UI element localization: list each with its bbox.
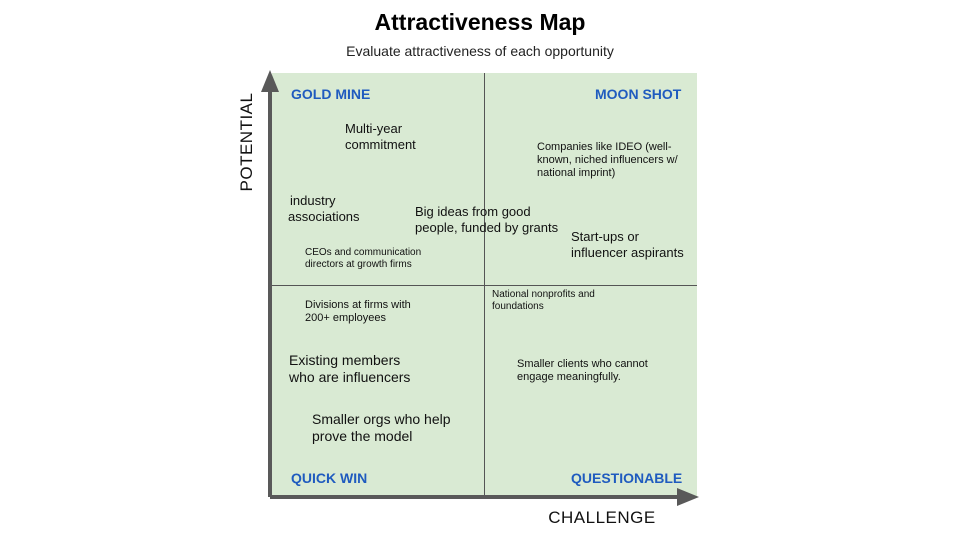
item-line: national imprint): [537, 167, 616, 180]
item-industry-associations: industry associations: [288, 193, 360, 224]
item-line: Divisions at firms with: [305, 299, 411, 311]
item-startups: Start-ups or influencer aspirants: [571, 229, 684, 260]
item-national-nonprofits: National nonprofits and foundations: [492, 289, 595, 313]
item-ideo: Companies like IDEO (well- known, niched…: [537, 141, 678, 181]
item-line: National nonprofits and: [492, 289, 595, 300]
y-axis-arrowhead: [261, 70, 279, 92]
item-line: Big ideas from good: [415, 204, 531, 219]
item-line: Smaller orgs who help: [312, 411, 451, 427]
item-line: associations: [288, 208, 360, 224]
item-divisions: Divisions at firms with 200+ employees: [305, 299, 411, 325]
item-line: prove the model: [312, 427, 413, 444]
page-title: Attractiveness Map: [374, 9, 586, 35]
item-line: influencer aspirants: [571, 244, 684, 260]
item-line: known, niched influencers w/: [537, 154, 678, 167]
item-existing-members: Existing members who are influencers: [289, 352, 410, 386]
item-line: industry: [290, 193, 336, 208]
item-multi-year: Multi-year commitment: [345, 121, 416, 152]
item-line: engage meaningfully.: [517, 371, 621, 384]
quadrant-label-gold-mine: GOLD MINE: [291, 86, 371, 102]
item-line: who are influencers: [289, 368, 411, 385]
item-line: directors at growth firms: [305, 259, 412, 270]
item-line: Multi-year: [345, 121, 403, 136]
item-line: Existing members: [289, 352, 401, 368]
item-line: 200+ employees: [305, 312, 387, 325]
item-line: Companies like IDEO (well-: [537, 141, 672, 153]
quadrant-label-moon-shot: MOON SHOT: [595, 86, 682, 102]
item-smaller-orgs: Smaller orgs who help prove the model: [312, 411, 451, 445]
item-line: Smaller clients who cannot: [517, 358, 648, 370]
item-line: foundations: [492, 301, 544, 312]
horizontal-divider: [272, 285, 697, 286]
quadrant-label-questionable: QUESTIONABLE: [571, 470, 683, 486]
item-line: people, funded by grants: [415, 219, 559, 235]
item-smaller-clients: Smaller clients who cannot engage meanin…: [517, 358, 648, 384]
y-axis-label: POTENTIAL: [237, 92, 256, 192]
quadrant-label-quick-win: QUICK WIN: [291, 470, 368, 486]
x-axis-label: CHALLENGE: [548, 508, 656, 527]
item-ceos: CEOs and communication directors at grow…: [305, 247, 421, 271]
item-line: commitment: [345, 136, 416, 152]
item-line: Start-ups or: [571, 229, 639, 244]
page-subtitle: Evaluate attractiveness of each opportun…: [346, 43, 614, 59]
item-big-ideas: Big ideas from good people, funded by gr…: [415, 204, 558, 235]
item-line: CEOs and communication: [305, 247, 422, 258]
x-axis-arrowhead: [677, 488, 699, 506]
